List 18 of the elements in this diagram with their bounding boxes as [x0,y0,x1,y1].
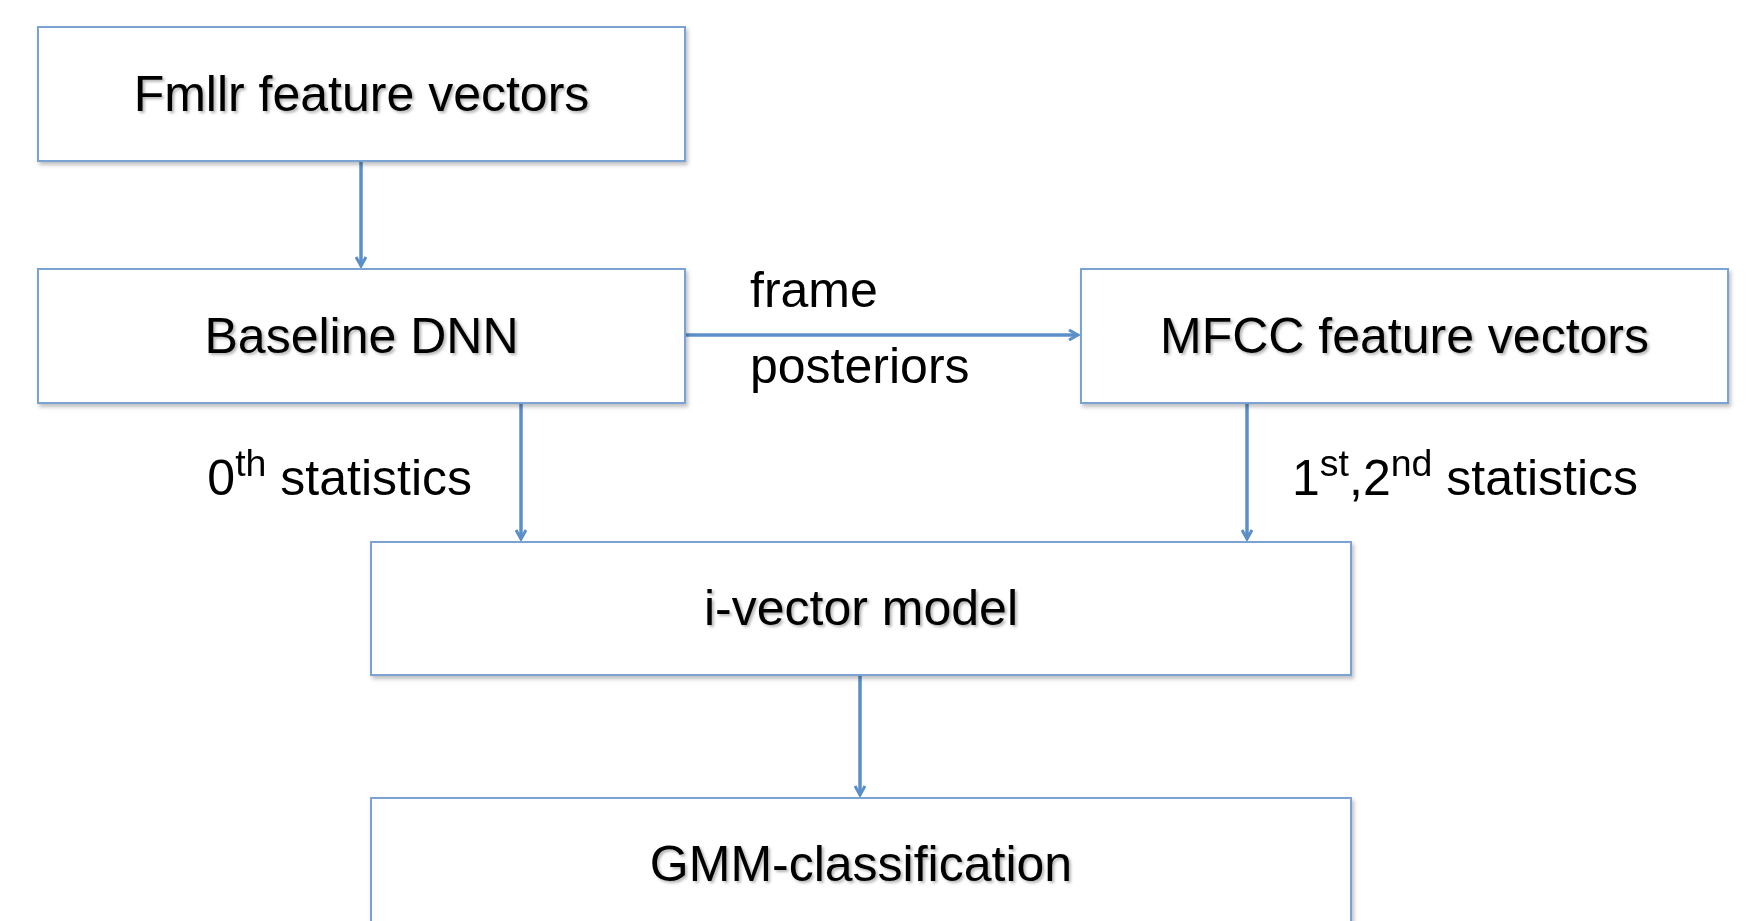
box-label: Baseline DNN [204,306,519,366]
edge-label: frame posteriors [750,261,971,396]
process-box [37,26,686,162]
process-box [1080,268,1729,404]
box-label: MFCC feature vectors [1160,306,1649,366]
box-label: Fmllr feature vectors [133,64,590,124]
process-box [370,797,1352,921]
edge-label: 0$^{th}$ statistics [206,441,472,508]
process-box [37,268,686,404]
arrow [354,162,368,268]
process-box [370,541,1352,676]
arrow [1240,404,1254,541]
box-label: GMM-classification [649,835,1073,895]
arrow [853,676,867,797]
edge-label: 1$^{st}$,2$^{nd}$ statistics [1292,441,1639,508]
arrow [514,404,528,541]
box-label: i-vector model [704,579,1018,639]
arrow [686,328,1080,342]
